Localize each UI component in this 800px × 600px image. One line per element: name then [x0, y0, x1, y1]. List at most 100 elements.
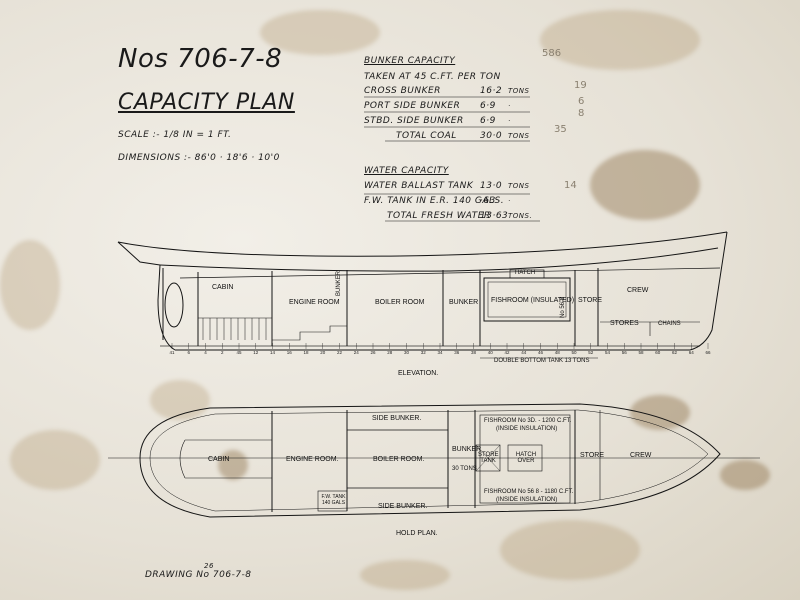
pencil-note: 586 [542, 48, 562, 59]
water-row-label: F.W. TANK IN E.R. 140 GALS. [364, 196, 505, 206]
frame-number: 20 [320, 350, 326, 355]
double-bottom-label: DOUBLE BOTTOM TANK 13 TONS [494, 358, 590, 364]
stain [500, 520, 640, 580]
hold-plan-caption: HOLD PLAN. [396, 530, 438, 537]
frame-number: 40 [488, 350, 494, 355]
stain [590, 150, 700, 220]
pencil-note: 19 [574, 80, 587, 91]
water-row-unit: · [508, 197, 511, 205]
elevation-caption: ELEVATION. [398, 370, 439, 377]
hold-fishroom-bottom: FISHROOM No 56 8 - 1180 C.FT. [484, 489, 574, 495]
stain [150, 380, 210, 420]
hold-engine-room-label: ENGINE ROOM. [286, 456, 339, 463]
water-row-value: 13·0 [480, 181, 503, 191]
bunker-subheading: TAKEN AT 45 C.FT. PER TON [364, 72, 501, 82]
frame-number: 54 [605, 350, 611, 355]
bunker-row-unit: · [508, 102, 511, 110]
elev-engine-room-label: ENGINE ROOM [289, 299, 340, 306]
frame-number: 50 [571, 350, 577, 355]
stain [260, 10, 380, 55]
bunker-row-label: PORT SIDE BUNKER [364, 101, 461, 111]
frame-number: 28 [387, 350, 393, 355]
frame-number: 16 [287, 350, 293, 355]
pencil-note: 8 [578, 108, 585, 119]
bunker-row-unit: · [508, 117, 511, 125]
hold-side-bunker-bottom: SIDE BUNKER. [378, 503, 428, 510]
bunker-heading: BUNKER CAPACITY [364, 56, 456, 66]
frame-number: 48 [555, 350, 561, 355]
frame-number: 24 [354, 350, 360, 355]
water-row-value: 13·63 [480, 211, 509, 221]
hold-store-label: STORE [580, 452, 604, 459]
dimensions-text: DIMENSIONS :- 86'0 · 18'6 · 10'0 [118, 153, 280, 163]
frame-number: 34 [437, 350, 443, 355]
frame-number: 58 [638, 350, 644, 355]
drawing-number-footer: DRAWING No 706-7-8 [145, 570, 252, 580]
hold-bunker-tons: 30 TONS [452, 466, 477, 472]
frame-number: 6 [187, 350, 190, 355]
elev-fishroom-label: FISHROOM (INSULATED) [491, 297, 575, 304]
elev-cabin-label: CABIN [212, 284, 234, 291]
elevation-profile [117, 231, 728, 359]
bunker-row-unit: TONS [508, 87, 530, 95]
frame-number: 12 [253, 350, 259, 355]
hold-fishroom-bottom-note: (INSIDE INSULATION) [496, 497, 558, 503]
frame-number: 60 [655, 350, 661, 355]
hold-bunker-label: BUNKER [452, 446, 482, 453]
bunker-row-value: 16·2 [480, 86, 503, 96]
bunker-row-value: 30·0 [480, 131, 503, 141]
pencil-note: 35 [554, 124, 567, 135]
pencil-note: 14 [564, 180, 577, 191]
frame-number: 46 [538, 350, 544, 355]
hold-fishroom-top: FISHROOM No 3D. - 1200 C.FT. [484, 418, 572, 424]
frame-number: 64 [689, 350, 695, 355]
elev-hatch-label: HATCH [515, 270, 536, 276]
frame-number: 56 [622, 350, 628, 355]
hold-plan-outline [108, 403, 760, 518]
bunker-row-unit: TONS [508, 132, 530, 140]
frame-number: 52 [588, 350, 594, 355]
water-row-label: WATER BALLAST TANK [364, 181, 474, 191]
frame-number: 2 [221, 350, 224, 355]
stain [10, 430, 100, 490]
frame-number: 45 [236, 350, 242, 355]
frame-number: 62 [672, 350, 678, 355]
hold-fishroom-top-note: (INSIDE INSULATION) [496, 426, 558, 432]
frame-number: 44 [521, 350, 527, 355]
pencil-note: 6 [578, 96, 585, 107]
frame-number: 4 [204, 350, 207, 355]
bunker-row-value: 6·9 [480, 101, 496, 111]
elev-crew-label: CREW [627, 287, 649, 294]
bunker-row-label: CROSS BUNKER [364, 86, 441, 96]
hold-store-tank-label: STORE TANK [478, 452, 499, 464]
frame-number: 32 [421, 350, 427, 355]
water-row-value: ·63 [480, 196, 496, 206]
hold-fw-tank-label: F.W. TANK 140 GALS [321, 494, 346, 506]
frame-number: 66 [705, 350, 711, 355]
hold-cabin-label: CABIN [208, 456, 230, 463]
frame-number: 42 [504, 350, 510, 355]
frame-number: 38 [471, 350, 477, 355]
hold-hatch-label: HATCH OVER [515, 452, 537, 464]
stain [0, 240, 60, 330]
frame-number: 18 [303, 350, 309, 355]
hold-side-bunker-top: SIDE BUNKER. [372, 415, 422, 422]
hold-crew-label: CREW [630, 452, 652, 459]
frame-number: 22 [337, 350, 343, 355]
water-row-unit: TONS [508, 182, 530, 190]
elev-bunker-vertical-label: BUNKER [336, 270, 342, 296]
water-heading: WATER CAPACITY [364, 166, 449, 176]
water-row-label: TOTAL FRESH WATER [387, 211, 491, 221]
elev-stores-label: STORES [610, 320, 639, 327]
bunker-row-value: 6·9 [480, 116, 496, 126]
frame-number: 14 [270, 350, 276, 355]
water-row-unit: TONS. [508, 212, 533, 220]
frame-number: 36 [454, 350, 460, 355]
scale-text: SCALE :- 1/8 IN = 1 FT. [118, 130, 232, 140]
frame-number: 26 [370, 350, 376, 355]
drawing-number-title: Nos 706-7-8 [118, 44, 283, 74]
drawing-number-sup: 26 [204, 562, 214, 570]
elev-store-label: STORE [578, 297, 602, 304]
